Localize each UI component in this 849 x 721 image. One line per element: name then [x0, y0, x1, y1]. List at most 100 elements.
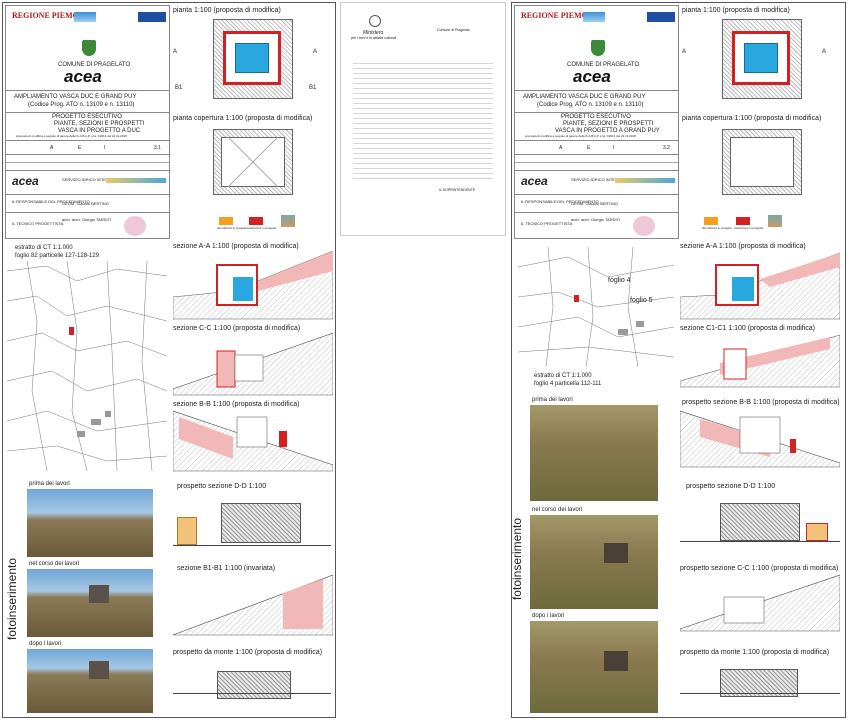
prosp-cc-drawing: [680, 574, 840, 632]
photo-before: [530, 405, 658, 501]
code-a: A: [50, 145, 54, 151]
legend-cost: costruzioni in progetto: [247, 226, 277, 230]
left-drawing-sheet: REGIONE PIEMONTE COMUNE DI PRAGELATO ace…: [2, 2, 336, 718]
plan-red-wall: [223, 31, 281, 85]
photo-after-label: dopo i lavori: [29, 641, 62, 647]
rup-name: GEOM. Claudio BERTINO: [571, 201, 618, 206]
ministry-sub: per i beni e le attività culturali: [351, 36, 397, 40]
fotoinserimento-label: fotoinserimento: [5, 557, 20, 641]
project-code: (Codice Prog. ATO n. 13109 e n. 13110): [28, 102, 135, 108]
photo-during: [27, 569, 153, 637]
sec-bb-drawing: [173, 410, 333, 472]
code-a: A: [559, 145, 563, 151]
legend-cost: costruzioni in progetto: [734, 226, 764, 230]
left-title-block: REGIONE PIEMONTE COMUNE DI PRAGELATO ace…: [5, 5, 170, 239]
tech-label: IL TECNICO PROGETTISTA: [521, 221, 573, 226]
right-cadastral-map: [518, 247, 674, 367]
ct-label2: foglio 4 particella 112-111: [534, 381, 602, 387]
code-num: 3.1: [154, 145, 161, 151]
photo-during: [530, 515, 658, 609]
prosp-cc-title: prospetto sezione C-C 1:100 (proposta di…: [680, 565, 839, 572]
prosp-monte-drawing: [680, 663, 840, 703]
project-title: AMPLIAMENTO VASCA DUC E GRAND PUY: [14, 94, 137, 100]
code-e: E: [78, 145, 82, 151]
comune-name: COMUNE DI PRAGELATO: [567, 62, 640, 68]
tech-name: arch. arch. Giorgio TARDITI: [571, 217, 621, 222]
building-icon: [604, 543, 628, 563]
subject-line1: PIANTE, SEZIONI E PROSPETTI: [54, 121, 145, 127]
acea-brand: acea: [573, 67, 611, 86]
comune-crest-icon: [591, 40, 605, 56]
code-i: I: [613, 145, 615, 151]
sec-c1c1-drawing: [680, 334, 840, 388]
ct-label2: foglio 82 particelle 127-128-129: [15, 253, 100, 259]
legend-photo-icon: [768, 215, 782, 227]
plan-water-tank: [235, 43, 269, 73]
sec-c1c1-title: sezione C1-C1 1:100 (proposta di modific…: [680, 325, 816, 332]
plan-title: pianta 1:100 (proposta di modifica): [682, 7, 790, 14]
code-num: 3.2: [663, 145, 670, 151]
legend-cost-swatch: [736, 217, 750, 225]
plan-title: pianta 1:100 (proposta di modifica): [173, 7, 281, 14]
acea-small-brand: acea: [12, 174, 39, 188]
aipo-logo-icon: [74, 12, 96, 22]
prosp-dd-title: prospetto sezione D-D 1:100: [177, 483, 267, 490]
comune-name: COMUNE DI PRAGELATO: [58, 62, 131, 68]
stamp-icon: [633, 216, 655, 236]
plan-water-tank: [744, 43, 778, 73]
subject-note: proposta di modifica a seguito di parere…: [525, 134, 636, 138]
stamp-icon: [124, 216, 146, 236]
subject-line2: VASCA IN PROGETTO A DUC: [58, 128, 141, 134]
comune-crest-icon: [82, 40, 96, 56]
photo-during-label: nel corso dei lavori: [29, 561, 80, 567]
prosp-monte-title: prospetto da monte 1:100 (proposta di mo…: [680, 649, 830, 656]
color-bar: [106, 178, 166, 183]
prosp-dd-drawing: [173, 499, 331, 549]
legend-demo-swatch: [704, 217, 718, 225]
photo-after-label: dopo i lavori: [532, 613, 565, 619]
project-title: AMPLIAMENTO VASCA DUC E GRAND PUY: [523, 94, 646, 100]
foglio5-label: foglio 5: [630, 297, 653, 304]
ct-label1: estratto di CT 1:1.000: [15, 245, 73, 251]
torino-logo-icon: [647, 12, 675, 22]
acea-small-brand: acea: [521, 174, 548, 188]
letter-body: [353, 63, 493, 183]
superintendence-letter: Ministero per i beni e le attività cultu…: [340, 2, 506, 236]
tech-name: arch. arch. Giorgio TARDITI: [62, 217, 112, 222]
subject-note: proposta di modifica a seguito di parere…: [16, 134, 127, 138]
building-icon: [89, 585, 109, 603]
prosp-monte-drawing: [173, 663, 331, 703]
sec-b1b1-title: sezione B1-B1 1:100 (invariata): [177, 565, 276, 572]
right-drawing-sheet: REGIONE PIEMONTE COMUNE DI PRAGELATO ace…: [510, 2, 846, 718]
torino-logo-icon: [138, 12, 166, 22]
prosp-dd-title: prospetto sezione D-D 1:100: [686, 483, 776, 490]
photo-before-label: prima dei lavori: [532, 397, 573, 403]
regione-logo: REGIONE PIEMONTE: [12, 11, 96, 20]
photo-before-label: prima dei lavori: [29, 481, 70, 487]
prosp-dd-drawing: [680, 497, 840, 547]
ct-label1: estratto di CT 1:1.000: [534, 373, 592, 379]
prosp-bb-title: prospetto sezione B-B 1:100 (proposta di…: [682, 399, 840, 406]
color-bar: [615, 178, 675, 183]
prosp-bb-drawing: [680, 410, 840, 468]
tech-label: IL TECNICO PROGETTISTA: [12, 221, 64, 226]
phase-label: PROGETTO ESECUTIVO: [561, 114, 631, 120]
ministry-crest-icon: [369, 15, 381, 27]
phase-label: PROGETTO ESECUTIVO: [52, 114, 122, 120]
rup-label: IL RESPONSABILE DEL PROCEDIMENTO: [521, 199, 599, 204]
sec-cc-title: sezione C-C 1:100 (proposta di modifica): [173, 325, 301, 332]
sec-b1b1-drawing: [173, 574, 333, 636]
legend-photo-icon: [281, 215, 295, 227]
photo-after: [27, 649, 153, 713]
prosp-monte-title: prospetto da monte 1:100 (proposta di mo…: [173, 649, 323, 656]
photo-before: [27, 489, 153, 557]
project-code: (Codice Prog. ATO n. 13109 e n. 13110): [537, 102, 644, 108]
code-i: I: [104, 145, 106, 151]
aipo-logo-icon: [583, 12, 605, 22]
sec-aa-drawing: [680, 252, 840, 320]
acea-brand: acea: [64, 67, 102, 86]
right-title-block: REGIONE PIEMONTE COMUNE DI PRAGELATO ace…: [514, 5, 679, 239]
photo-after: [530, 621, 658, 713]
fotoinserimento-label: fotoinserimento: [510, 517, 525, 601]
foglio4-label: foglio 4: [608, 277, 631, 284]
